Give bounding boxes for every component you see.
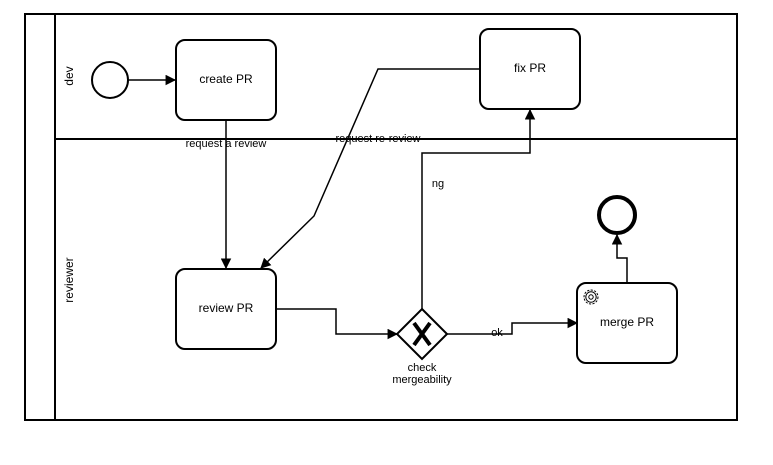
task-review-pr[interactable]: review PR [175, 268, 277, 350]
task-fix-pr-label: fix PR [514, 61, 546, 75]
gateway-label-line1: check [408, 362, 437, 374]
flow-label-ok: ok [491, 327, 503, 339]
task-fix-pr[interactable]: fix PR [479, 28, 581, 110]
start-event[interactable] [91, 61, 129, 99]
flow-label-request-re-review: request re-review [336, 133, 421, 145]
flow-fix-to-review[interactable] [260, 68, 480, 269]
task-merge-pr-box[interactable] [576, 282, 678, 364]
gateway-label-line2: mergeability [392, 374, 452, 386]
sequence-flows [128, 68, 628, 340]
task-create-pr-label: create PR [199, 72, 253, 86]
task-review-pr-box[interactable] [175, 268, 277, 350]
task-merge-pr[interactable]: merge PR [576, 282, 678, 364]
gear-icon [583, 289, 599, 305]
lane-label-dev: dev [62, 66, 76, 85]
flow-review-to-gateway[interactable] [276, 308, 399, 340]
flow-merge-to-end[interactable] [611, 233, 628, 283]
task-review-pr-label: review PR [199, 301, 254, 315]
x-exclusive-gateway-icon [412, 321, 432, 347]
flow-gateway-to-merge[interactable] [447, 317, 579, 335]
flow-label-request-review: request a review [186, 138, 267, 150]
flow-label-ng: ng [432, 178, 444, 190]
task-fix-pr-box[interactable] [479, 28, 581, 110]
end-event[interactable] [597, 195, 637, 235]
task-merge-pr-label: merge PR [600, 315, 654, 329]
flow-gateway-to-fix[interactable] [421, 108, 536, 309]
task-create-pr-box[interactable] [175, 39, 277, 121]
lane-label-reviewer: reviewer [62, 257, 76, 302]
task-create-pr[interactable]: create PR [175, 39, 277, 121]
gateway-check-mergeability[interactable]: check mergeability [392, 307, 452, 386]
